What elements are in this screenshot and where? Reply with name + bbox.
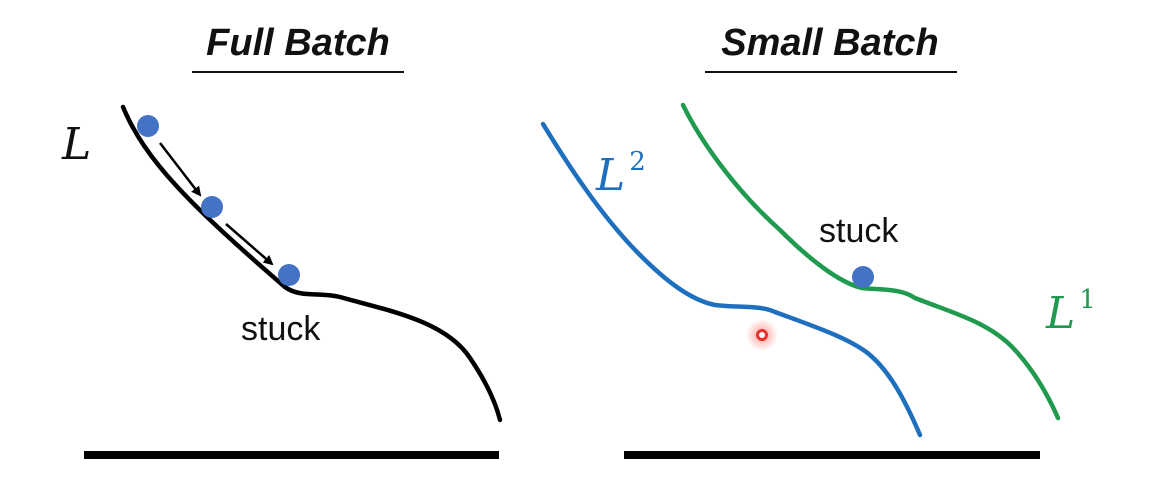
full-batch-loss-curve — [120, 104, 503, 423]
curve-label-l1: L 1 — [1045, 285, 1096, 339]
parameter-ball — [137, 115, 159, 137]
parameter-ball — [201, 196, 223, 218]
curve-label-l1-base: L — [1045, 288, 1075, 339]
full-batch-stuck-label: stuck — [241, 310, 321, 348]
curve-label-l2: L 2 — [595, 147, 646, 201]
curve-label-l2-base: L — [595, 150, 625, 201]
curve-label-l1-superscript: 1 — [1079, 285, 1096, 315]
red-marker — [746, 319, 778, 351]
small-batch-loss-curve-l2 — [540, 121, 923, 438]
red-marker-ring — [756, 329, 768, 341]
full-batch-panel: Full Batch L stuck — [61, 22, 503, 459]
full-batch-curve-label-l: L — [61, 119, 91, 170]
curve-label-l2-superscript: 2 — [629, 147, 646, 177]
small-batch-loss-curve-l1 — [680, 102, 1061, 421]
gradient-step-arrow — [159, 142, 202, 197]
parameter-ball-stuck — [278, 264, 300, 286]
full-batch-title: Full Batch — [206, 22, 390, 64]
small-batch-stuck-label: stuck — [819, 212, 899, 250]
small-batch-panel: Small Batch L 2 L 1 stuck — [540, 22, 1096, 459]
parameter-ball-stuck — [852, 266, 874, 288]
gradient-step-arrow — [225, 223, 274, 266]
small-batch-title: Small Batch — [721, 22, 939, 64]
